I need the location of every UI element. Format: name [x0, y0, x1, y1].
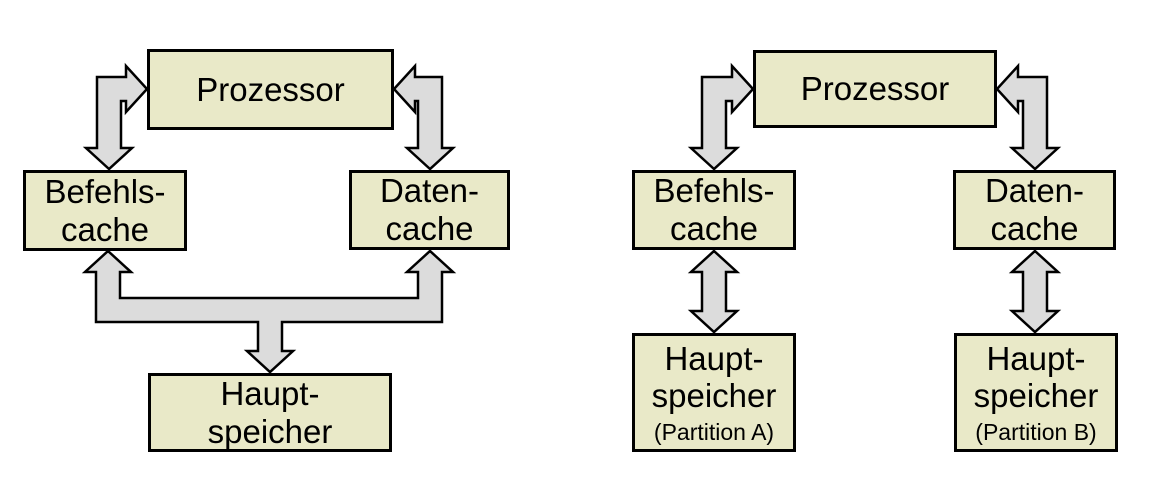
- node-label: cache: [60, 210, 150, 248]
- node-label: speicher: [651, 377, 777, 415]
- arrow-prozessor-befehlscache-right: [687, 62, 755, 171]
- node-befehlscache-left: Befehls- cache: [23, 170, 187, 251]
- node-label: cache: [669, 210, 759, 247]
- node-prozessor-right: Prozessor: [753, 50, 997, 128]
- node-datencache-right: Daten- cache: [953, 170, 1116, 250]
- arrow-befehlscache-hauptspeicher-a: [687, 249, 741, 334]
- node-label: Daten-: [379, 172, 480, 210]
- arrow-prozessor-datencache-left: [392, 62, 457, 171]
- node-label: Befehls-: [653, 172, 775, 210]
- node-label: cache: [385, 210, 474, 247]
- node-datencache-left: Daten- cache: [349, 170, 510, 250]
- node-sublabel: (Partition A): [653, 418, 775, 445]
- node-hauptspeicher-left: Haupt- speicher: [148, 373, 392, 452]
- node-prozessor-left: Prozessor: [147, 49, 394, 130]
- arrow-hauptspeicher-to-caches-left: [81, 249, 457, 374]
- node-label: Befehls-: [44, 172, 166, 210]
- node-label: Haupt-: [986, 339, 1086, 377]
- node-sublabel: (Partition B): [975, 418, 1097, 445]
- node-label: Prozessor: [800, 70, 950, 108]
- node-label: Daten-: [984, 172, 1085, 210]
- node-label: cache: [990, 210, 1079, 247]
- node-label: Prozessor: [196, 70, 345, 108]
- node-hauptspeicher-partition-a: Haupt- speicher (Partition A): [632, 333, 796, 452]
- node-label: speicher: [207, 412, 333, 450]
- arrow-datencache-hauptspeicher-b: [1008, 249, 1062, 334]
- node-label: speicher: [973, 377, 1099, 415]
- node-hauptspeicher-partition-b: Haupt- speicher (Partition B): [954, 333, 1118, 452]
- node-befehlscache-right: Befehls- cache: [632, 170, 796, 250]
- node-label: Haupt-: [664, 339, 764, 377]
- arrow-prozessor-datencache-right: [995, 62, 1062, 171]
- node-label: Haupt-: [220, 374, 320, 412]
- arrow-prozessor-befehlscache-left: [82, 62, 149, 171]
